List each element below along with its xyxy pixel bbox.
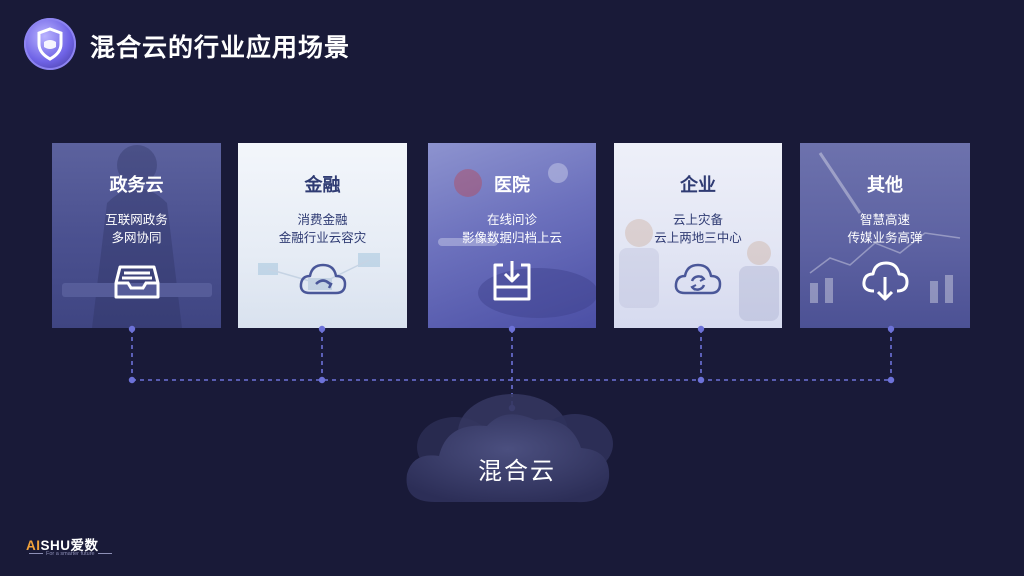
brand-tagline: For a smarter future [26,551,115,557]
hub-label: 混合云 [432,451,602,486]
